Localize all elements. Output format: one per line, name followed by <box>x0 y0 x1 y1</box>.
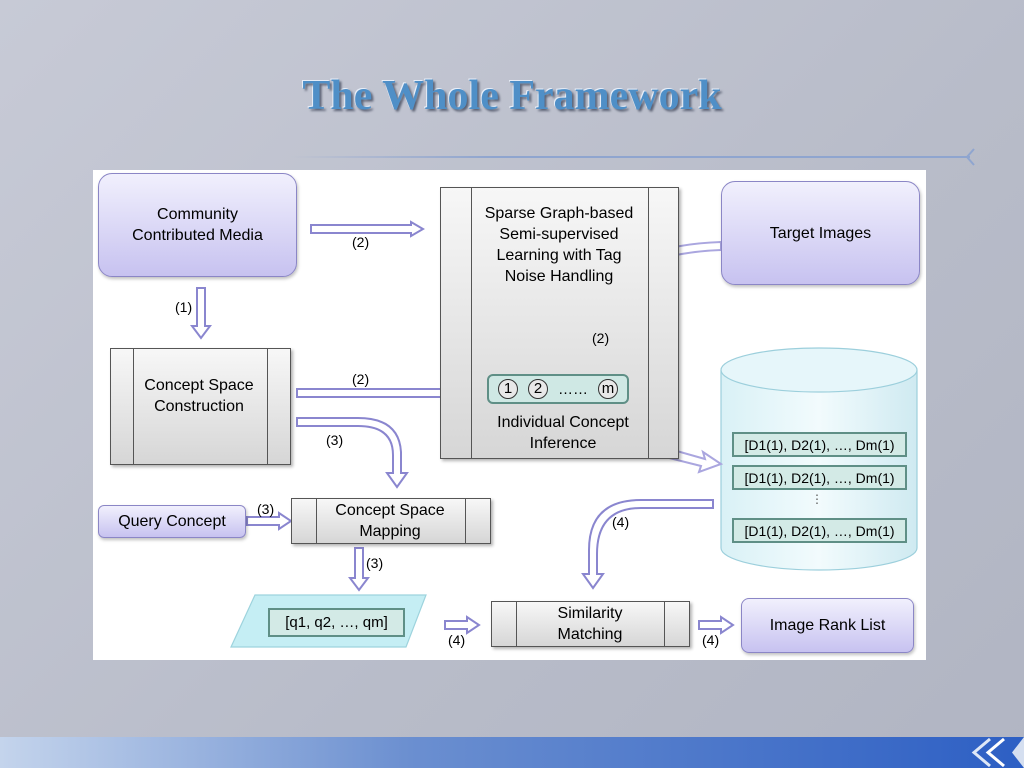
arrow-community-to-sparse <box>310 220 425 238</box>
db-row: [D1(1), D2(1), …, Dm(1) <box>732 518 907 543</box>
query-vector: [q1, q2, …, qm] <box>268 608 405 637</box>
arrow-community-to-concept <box>190 287 212 340</box>
community-media-box: Community Contributed Media <box>98 173 297 277</box>
arrow-db-to-similarity <box>581 499 714 590</box>
step-label: (3) <box>366 555 384 571</box>
slide-title: The Whole Framework <box>302 73 722 119</box>
concept-nodes-box: 1 2 …… m <box>487 374 629 404</box>
arrow-vector-to-similarity <box>444 615 481 635</box>
similarity-matching-label: Similarity Matching <box>557 605 623 643</box>
step-label: (1) <box>175 299 193 315</box>
title-rule-end-icon <box>965 148 975 166</box>
query-concept-label: Query Concept <box>118 513 226 530</box>
concept-space-mapping-box <box>291 498 491 544</box>
step-label: (4) <box>448 632 466 648</box>
concept-space-construction-box <box>110 348 291 465</box>
concept-node-1: 1 <box>498 379 518 399</box>
title-rule <box>290 156 970 158</box>
query-concept-box: Query Concept <box>98 505 246 538</box>
db-row: [D1(1), D2(1), …, Dm(1) <box>732 465 907 490</box>
step-label: (4) <box>612 514 630 530</box>
community-media-label: Community Contributed Media <box>132 206 263 244</box>
step-label: (2) <box>352 234 370 250</box>
concept-node-2: 2 <box>528 379 548 399</box>
step-label: (3) <box>326 432 344 448</box>
arrow-mapping-to-vector <box>348 547 370 592</box>
db-ellipsis: ⋮ <box>811 492 823 506</box>
bottom-bar <box>0 737 1024 768</box>
individual-inference-label: Individual Concept Inference <box>497 414 629 452</box>
db-row: [D1(1), D2(1), …, Dm(1) <box>732 432 907 457</box>
arrow-concept-to-mapping <box>296 417 409 489</box>
concept-node-ellipsis: …… <box>558 380 588 398</box>
diagram-canvas: Community Contributed Media Sparse Graph… <box>93 170 926 660</box>
image-rank-list-label: Image Rank List <box>769 617 886 634</box>
arrow-similarity-to-rank <box>698 615 735 635</box>
bottom-chevron-icon <box>971 737 1024 768</box>
concept-space-mapping-label: Concept Space Mapping <box>335 502 445 540</box>
step-label: (2) <box>592 330 610 346</box>
concept-node-m: m <box>598 379 618 399</box>
sparse-graph-box <box>440 187 679 459</box>
similarity-matching-box <box>491 601 690 647</box>
target-images-label: Target Images <box>769 224 872 242</box>
step-label: (2) <box>352 371 370 387</box>
sparse-graph-label: Sparse Graph-based Semi-supervised Learn… <box>484 205 634 285</box>
arrow-query-to-mapping <box>246 511 293 531</box>
image-rank-list-box: Image Rank List <box>741 598 914 653</box>
step-label: (4) <box>702 632 720 648</box>
step-label: (3) <box>257 501 275 517</box>
concept-space-construction-label: Concept Space Construction <box>144 377 254 415</box>
target-images-box: Target Images <box>721 181 920 285</box>
